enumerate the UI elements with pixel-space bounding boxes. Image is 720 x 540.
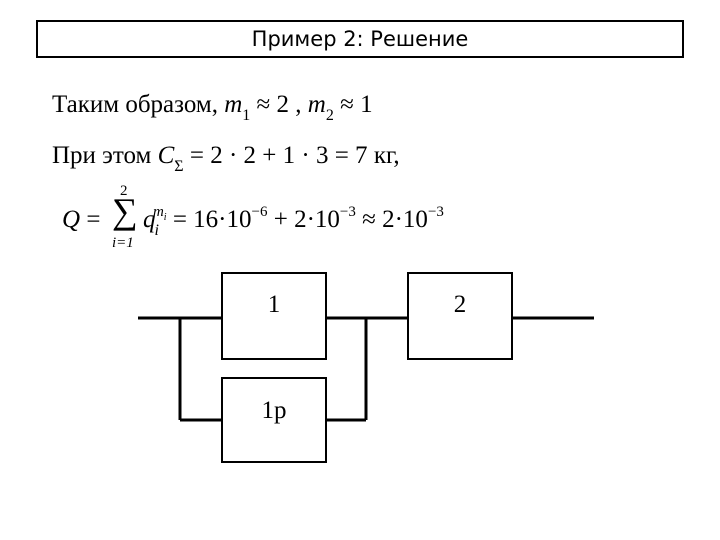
- sum-lower-limit: i=1: [112, 235, 134, 251]
- block-1-label: 1: [268, 291, 281, 318]
- m2-subscript: 2: [325, 107, 334, 124]
- block-1p: [221, 377, 327, 463]
- q-i-symbol: q: [143, 206, 156, 233]
- sum-upper-limit: 2: [120, 183, 128, 199]
- exp-part2: −3: [339, 204, 356, 220]
- cost-unit: кг,: [373, 142, 400, 169]
- block-1: [221, 272, 327, 360]
- c-symbol: C: [157, 142, 175, 169]
- line2-text: При этом: [52, 142, 152, 169]
- block-1p-label: 1р: [262, 397, 287, 424]
- block-2-label: 2: [454, 291, 467, 318]
- expr-part1: = 16·10: [172, 206, 252, 233]
- c-subscript: Σ: [174, 158, 184, 175]
- cost-expression: = 2 · 2 + 1 · 3 = 7: [189, 142, 368, 169]
- m1-symbol: m: [224, 91, 243, 118]
- block-2: [407, 272, 513, 360]
- slide-title: Пример 2: Решение: [36, 20, 684, 58]
- m2-value: ≈ 1: [340, 91, 373, 118]
- q-i-subscript: i: [154, 222, 159, 239]
- q-i-superscript-sub: i: [163, 212, 167, 223]
- expr-part3: ≈ 2·10: [362, 206, 428, 233]
- m1-value: ≈ 2 ,: [256, 91, 302, 118]
- line-summary: Таким образом, m1 ≈ 2 , m2 ≈ 1: [52, 91, 373, 124]
- m2-symbol: m: [307, 91, 326, 118]
- line-probability-q: Q =: [62, 207, 100, 232]
- q-i-superscript: m: [152, 204, 164, 220]
- sum-sign: ∑: [112, 191, 138, 231]
- q-equals: =: [86, 206, 101, 233]
- expr-part2: + 2·10: [273, 206, 340, 233]
- sum-operator: 2 ∑ i=1: [110, 183, 142, 253]
- m1-subscript: 1: [242, 107, 251, 124]
- q-symbol: Q: [62, 206, 81, 233]
- exp-part1: −6: [251, 204, 268, 220]
- exp-part3: −3: [427, 204, 444, 220]
- line-cost: При этом CΣ = 2 · 2 + 1 · 3 = 7 кг,: [52, 142, 400, 175]
- line-probability-expr: qimi = 16·10−6 + 2·10−3 ≈ 2·10−3: [143, 204, 444, 239]
- line1-text: Таким образом,: [52, 91, 218, 118]
